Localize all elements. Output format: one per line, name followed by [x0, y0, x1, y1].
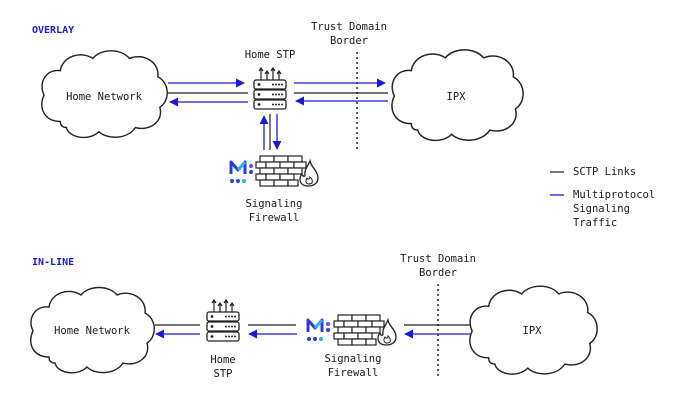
- overlay-home-stp-label: Home STP: [245, 49, 296, 61]
- inline-firewall-label-line2: Firewall: [328, 367, 379, 379]
- legend-signaling-label-line2: Signaling: [573, 203, 630, 215]
- legend-signaling-label-line3: Traffic: [573, 217, 617, 229]
- legend-sctp-label: SCTP Links: [573, 166, 636, 178]
- inline-trust-border-label-line1: Trust Domain: [400, 253, 476, 265]
- overlay-firewall-label-line2: Firewall: [249, 212, 300, 224]
- inline-trust-border-label-line2: Border: [419, 267, 457, 279]
- legend-signaling-label-line1: Multiprotocol: [573, 189, 655, 201]
- inline-home-stp-label-line1: Home: [210, 354, 235, 366]
- overlay-ipx-label: IPX: [447, 91, 467, 103]
- overlay-home-network-cloud: Home Network: [41, 50, 168, 139]
- inline-ipx-cloud: IPX: [469, 285, 598, 375]
- overlay-trust-border-label-line2: Border: [330, 35, 368, 47]
- overlay-trust-border-label-line1: Trust Domain: [311, 21, 387, 33]
- inline-home-network-cloud: Home Network: [30, 286, 155, 374]
- inline-home-stp-label-line2: STP: [214, 368, 233, 380]
- overlay-ipx-cloud: IPX: [391, 49, 524, 142]
- overlay-home-network-label: Home Network: [66, 91, 143, 103]
- inline-firewall-label-line1: Signaling: [325, 353, 382, 365]
- inline-home-stp-icon: [206, 299, 240, 342]
- inline-ipx-label: IPX: [523, 325, 543, 337]
- overlay-firewall-icon: [255, 155, 319, 187]
- inline-home-network-label: Home Network: [54, 325, 131, 337]
- overlay-firewall-label-line1: Signaling: [246, 198, 303, 210]
- overlay-section-label: OVERLAY: [32, 25, 74, 36]
- overlay-vendor-logo-icon: [228, 160, 255, 185]
- inline-vendor-logo-icon: [305, 318, 332, 343]
- overlay-home-stp-icon: [253, 67, 287, 110]
- inline-firewall-icon: [333, 314, 397, 346]
- inline-section-label: IN-LINE: [32, 257, 74, 268]
